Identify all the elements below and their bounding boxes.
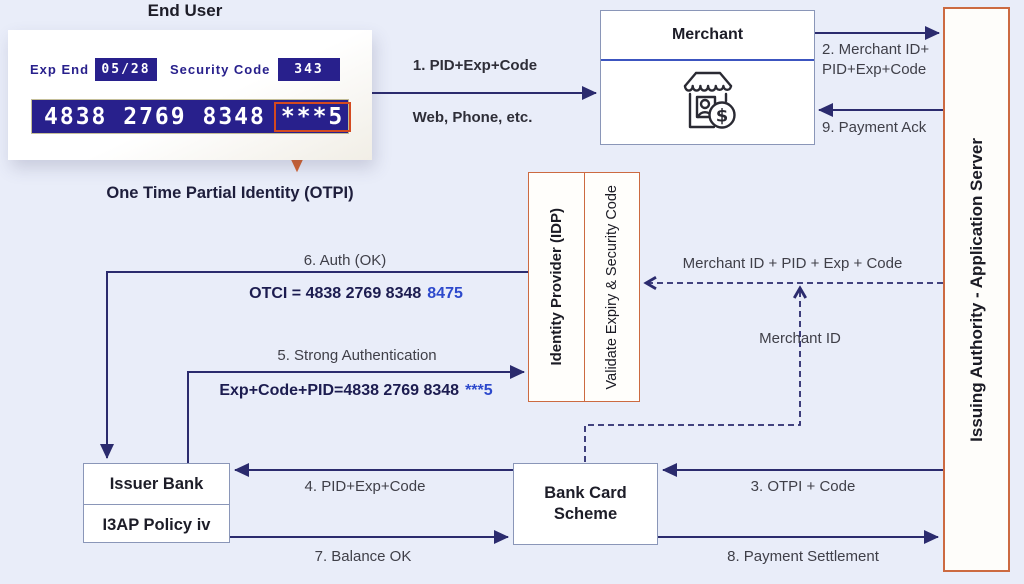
exp-end-label: Exp End — [30, 62, 90, 77]
flow6-label: 6. Auth (OK) — [303, 252, 387, 269]
issuer-bank-title: Issuer Bank — [84, 464, 229, 505]
exp-end-value: 05/28 — [95, 58, 157, 81]
flow8-label: 8. Payment Settlement — [727, 548, 879, 565]
issuer-bank-node: Issuer Bank I3AP Policy iv — [83, 463, 230, 543]
issuer-bank-policy: I3AP Policy iv — [102, 515, 211, 534]
idp-title: Identity Provider (IDP) — [547, 208, 565, 366]
card-number-bar: 4838 2769 8348 ***5 — [32, 100, 352, 133]
flow7-label: 7. Balance OK — [314, 548, 412, 565]
otpi-caption: One Time Partial Identity (OTPI) — [106, 184, 354, 202]
flow2-label-line2: PID+Exp+Code — [822, 61, 927, 78]
flow2-label-line1: 2. Merchant ID+ — [822, 41, 930, 58]
flow5-detail: Exp+Code+PID=4838 2769 8348 ***5 — [206, 382, 506, 400]
dashed-merchant-full-label: Merchant ID + PID + Exp + Code — [682, 255, 903, 272]
idp-node: Identity Provider (IDP) Validate Expiry … — [528, 172, 640, 402]
bank-card-scheme-title: Bank Card Scheme — [544, 484, 627, 523]
end-user-title: End User — [147, 1, 223, 20]
payment-card: Exp End 05/28 Security Code 343 4838 276… — [8, 30, 372, 160]
merchant-title: Merchant — [601, 11, 814, 61]
flow6-detail-highlight: 8475 — [427, 285, 463, 302]
flow5-label: 5. Strong Authentication — [277, 347, 437, 364]
flow5-detail-text: Exp+Code+PID=4838 2769 8348 — [219, 382, 460, 399]
idp-title-column: Identity Provider (IDP) — [529, 173, 585, 401]
otpi-digits: ***5 — [273, 101, 352, 132]
flow9-label: 9. Payment Ack — [822, 119, 927, 136]
bank-card-scheme-node: Bank Card Scheme — [513, 463, 658, 545]
dashed-merchant-id-label: Merchant ID — [759, 330, 841, 347]
flow4-label: 4. PID+Exp+Code — [304, 478, 426, 495]
merchant-node: Merchant $ — [600, 10, 815, 145]
storefront-icon: $ — [683, 71, 736, 129]
security-code-label: Security Code — [170, 62, 271, 77]
flow1-channel-label: Web, Phone, etc. — [412, 109, 533, 126]
idp-validate-column: Validate Expiry & Security Code — [585, 173, 640, 401]
flow5-detail-highlight: ***5 — [465, 382, 493, 399]
flow6-detail-text: OTCI = 4838 2769 8348 — [249, 285, 422, 302]
issuing-authority-node: Issuing Authority - Application Server — [943, 7, 1010, 572]
issuing-authority-title: Issuing Authority - Application Server — [966, 137, 986, 442]
idp-validate-label: Validate Expiry & Security Code — [603, 184, 620, 390]
card-number: 4838 2769 8348 — [44, 103, 266, 130]
flow3-label: 3. OTPI + Code — [750, 478, 856, 495]
flow1-label: 1. PID+Exp+Code — [412, 57, 538, 74]
svg-text:$: $ — [715, 105, 728, 126]
security-code-value: 343 — [278, 58, 340, 81]
flow6-detail: OTCI = 4838 2769 8348 8475 — [206, 285, 506, 303]
